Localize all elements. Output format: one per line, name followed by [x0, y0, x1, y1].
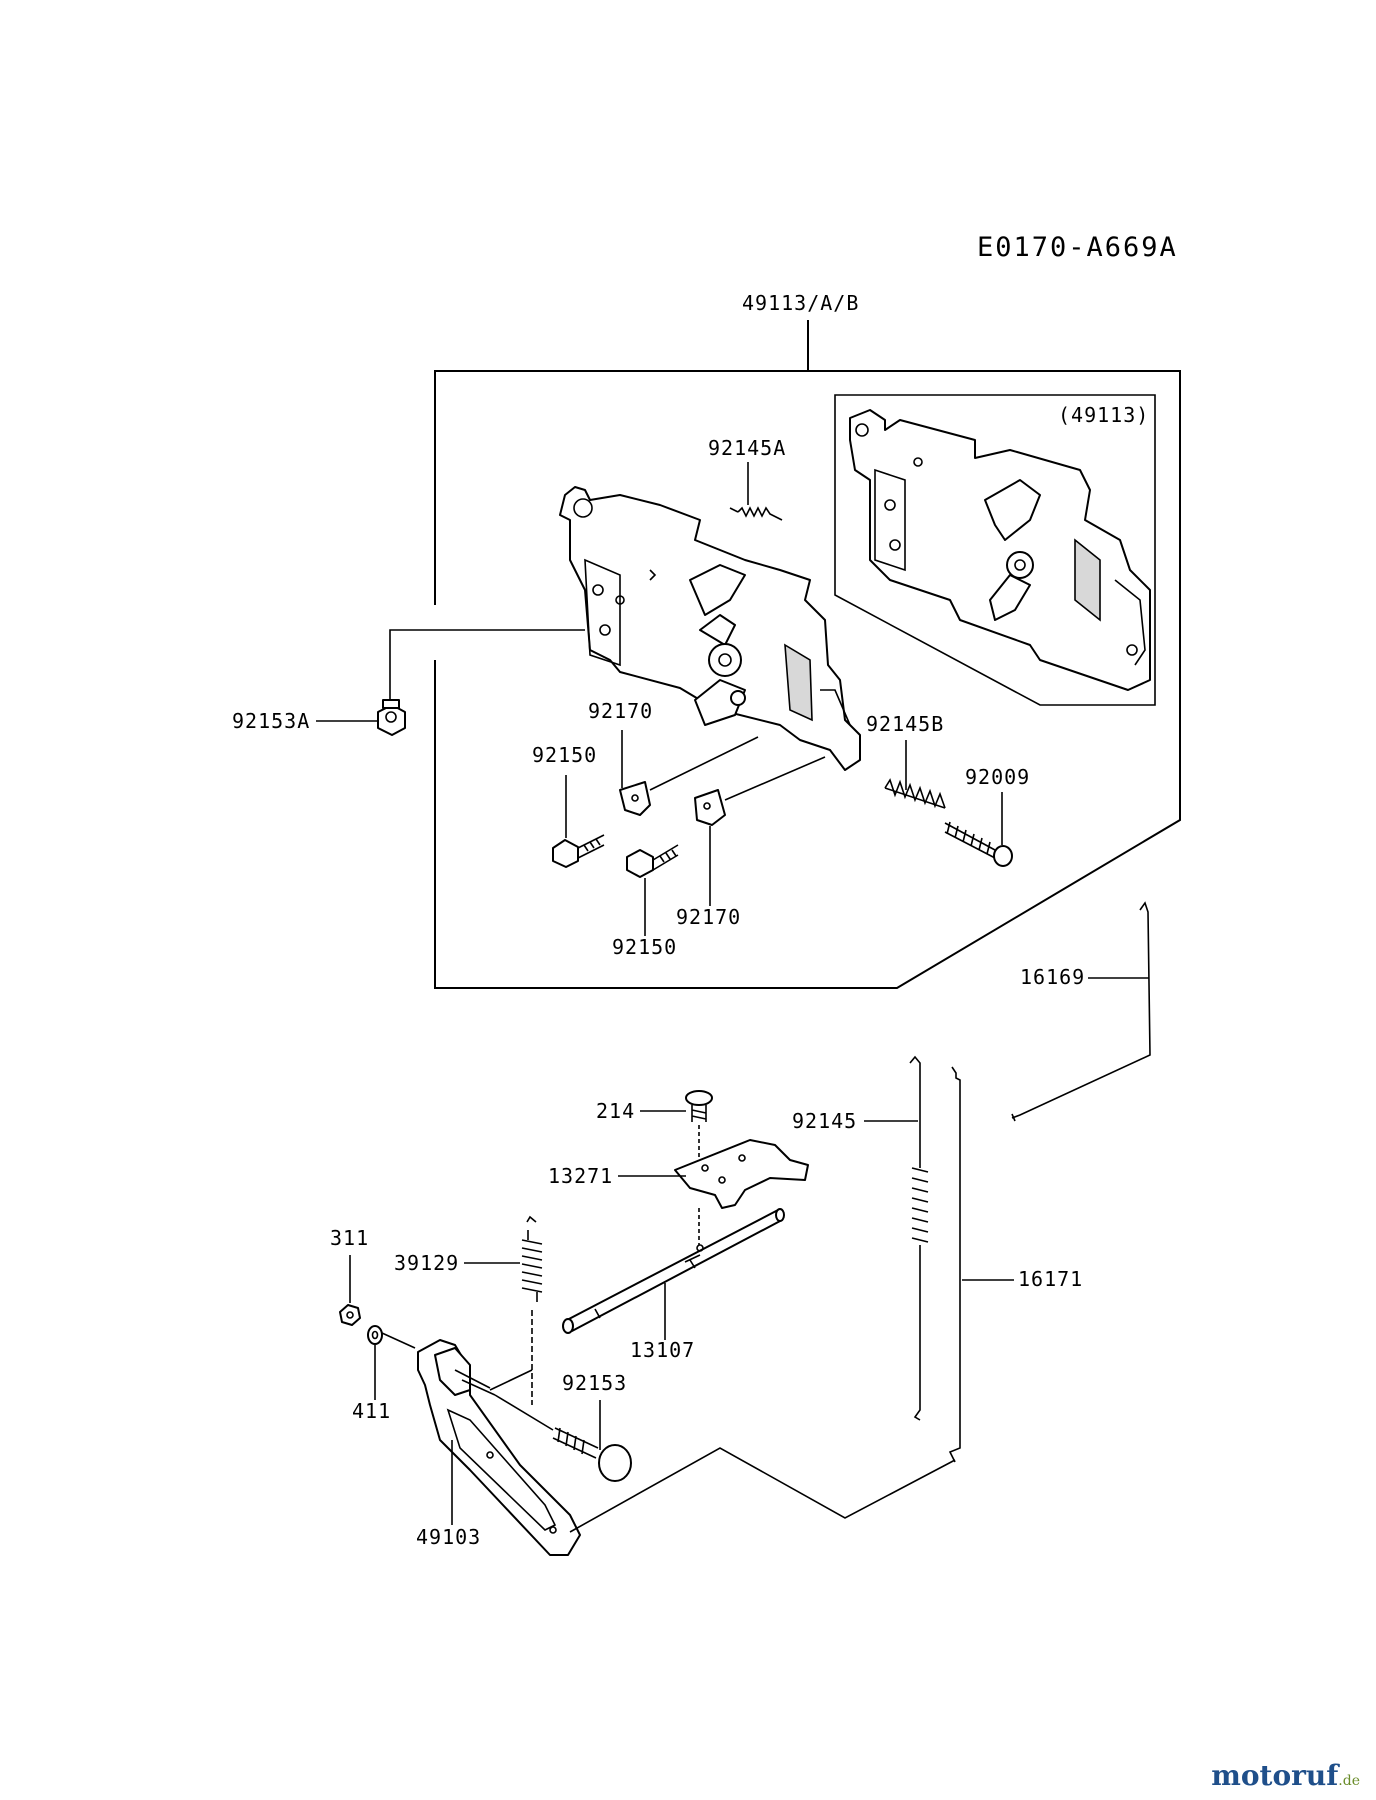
label-92145: 92145 [792, 1109, 857, 1133]
lever-49103-drawing [417, 1339, 581, 1556]
spring-92145b-drawing [884, 778, 946, 809]
label-311: 311 [330, 1226, 369, 1250]
spring-92145a-drawing [729, 506, 783, 521]
label-92153A: 92153A [232, 709, 310, 733]
lever-connector-line [569, 1447, 956, 1533]
label-39129: 39129 [394, 1251, 459, 1275]
diagram-code: E0170-A669A [977, 232, 1178, 263]
leader-92153A-to-panel [389, 629, 585, 700]
label-214: 214 [596, 1099, 635, 1123]
clip-92170-upper-drawing [619, 736, 759, 816]
screw-92150-lower-drawing [626, 844, 679, 878]
label-92145A: 92145A [708, 436, 786, 460]
control-panel-drawing [559, 486, 861, 771]
label-13271: 13271 [548, 1164, 613, 1188]
label-92009: 92009 [965, 765, 1030, 789]
assembly-frame [434, 370, 1181, 989]
watermark-logo: motoruf.de [1211, 1759, 1360, 1792]
screw-214-drawing [685, 1090, 713, 1160]
label-13107: 13107 [630, 1338, 695, 1362]
lever-connector-line-2 [489, 1369, 533, 1391]
plate-13271-drawing [674, 1139, 809, 1209]
watermark-brand: motoruf [1211, 1759, 1339, 1792]
rod-16169-drawing [1011, 901, 1151, 1122]
inset-panel-drawing [849, 409, 1151, 691]
washer-411-drawing [367, 1325, 416, 1349]
bolt-92153a-drawing [377, 699, 406, 736]
label-16169: 16169 [1020, 965, 1085, 989]
inset-frame [834, 394, 1156, 706]
clip-92170-lower-drawing [694, 756, 826, 826]
nut-311-drawing [339, 1304, 361, 1326]
watermark-suffix: .de [1338, 1773, 1360, 1789]
label-92153: 92153 [562, 1371, 627, 1395]
label-411: 411 [352, 1399, 391, 1423]
label-92150-lower: 92150 [612, 935, 677, 959]
label-16171: 16171 [1018, 1267, 1083, 1291]
assembly-label: 49113/A/B [742, 291, 859, 315]
label-49103: 49103 [416, 1525, 481, 1549]
screw-92009-drawing [944, 821, 1013, 867]
spring-92145-drawing [909, 1055, 929, 1421]
label-92170-upper: 92170 [588, 699, 653, 723]
rod-16171-drawing [948, 1066, 961, 1463]
inset-label: (49113) [1058, 403, 1149, 427]
shaft-13107-drawing [562, 1208, 785, 1334]
label-92145B: 92145B [866, 712, 944, 736]
label-92150-upper: 92150 [532, 743, 597, 767]
screw-92150-upper-drawing [552, 834, 605, 868]
bolt-92153-drawing [494, 1394, 632, 1482]
label-92170-lower: 92170 [676, 905, 741, 929]
spring-39129-drawing [521, 1215, 543, 1405]
